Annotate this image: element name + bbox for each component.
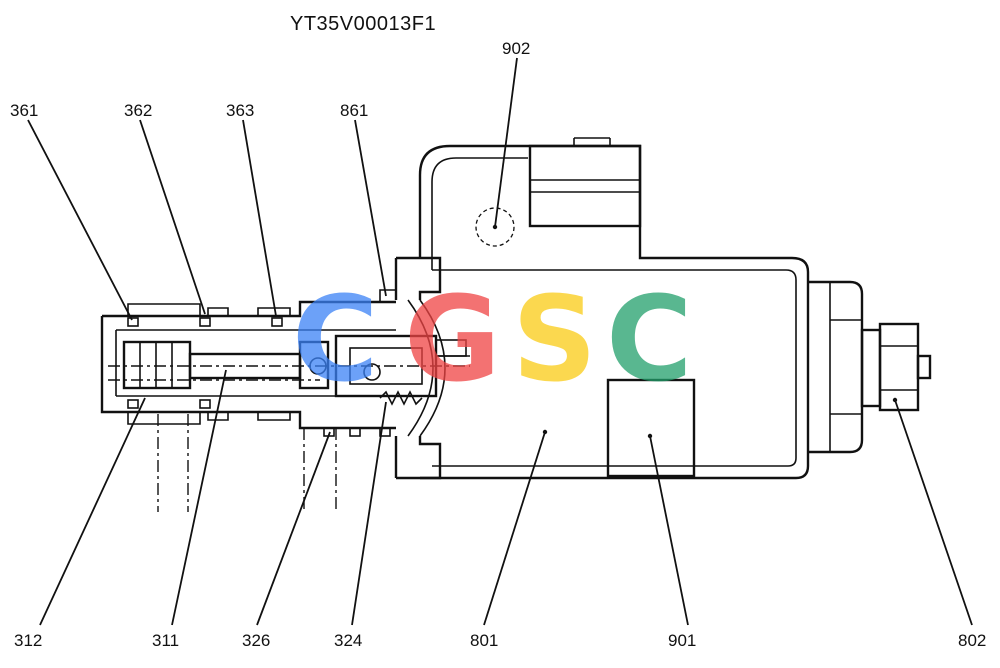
leader-lines xyxy=(27,57,973,626)
watermark-letter-c1: C xyxy=(292,270,379,408)
watermark-letter-g: G xyxy=(404,270,501,408)
label-361: 361 xyxy=(10,101,38,120)
port-centerlines xyxy=(157,414,337,512)
diagram-title: YT35V00013F1 xyxy=(290,13,436,35)
valve-body xyxy=(100,289,470,437)
label-801: 801 xyxy=(470,631,498,650)
csgc-watermark: C G S C xyxy=(292,270,693,408)
label-363: 363 xyxy=(226,101,254,120)
end-nut xyxy=(808,280,932,454)
watermark-letter-c2: C xyxy=(606,270,693,408)
label-326: 326 xyxy=(242,631,270,650)
label-901: 901 xyxy=(668,631,696,650)
label-312: 312 xyxy=(14,631,42,650)
label-324: 324 xyxy=(334,631,362,650)
label-362: 362 xyxy=(124,101,152,120)
label-311: 311 xyxy=(152,631,179,650)
label-861: 861 xyxy=(340,101,368,120)
label-802: 802 xyxy=(958,631,986,650)
part-labels: 361 362 363 861 902 312 311 326 324 801 … xyxy=(10,39,986,650)
solenoid-housing xyxy=(418,137,810,480)
watermark-letter-s: S xyxy=(512,270,597,408)
label-902: 902 xyxy=(502,39,530,58)
housing-flange xyxy=(394,256,446,480)
leader-dots xyxy=(492,224,898,439)
